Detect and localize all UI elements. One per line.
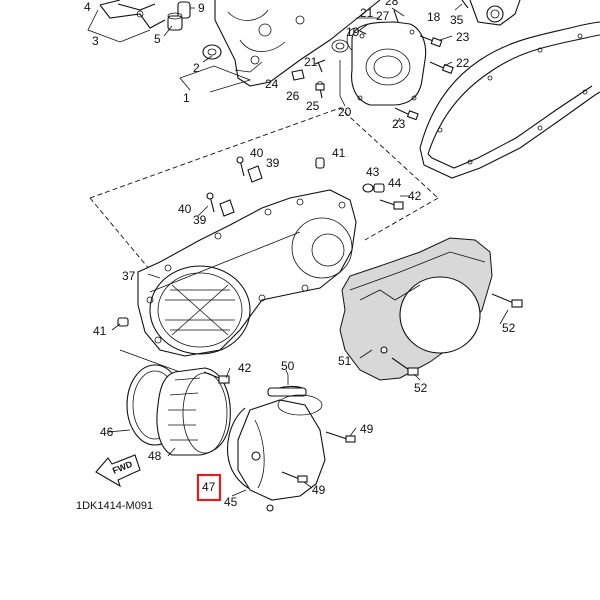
bolt-part-52-lower bbox=[391, 357, 419, 376]
sleeve-part-5 bbox=[167, 12, 183, 31]
part-label-9: 9 bbox=[198, 1, 205, 15]
part-label-40-lower: 40 bbox=[178, 202, 192, 216]
bolt-part-42-lower bbox=[203, 371, 230, 384]
part-label-3: 3 bbox=[92, 34, 99, 48]
bolt-part-25 bbox=[315, 83, 325, 99]
bolt-part-52-upper bbox=[491, 293, 523, 308]
part-label-49-lower: 49 bbox=[312, 483, 326, 497]
label-leaders bbox=[107, 23, 509, 497]
part-label-20: 20 bbox=[338, 105, 352, 119]
cover-part-20 bbox=[346, 21, 427, 106]
upper-right-housing bbox=[469, 0, 521, 26]
highlight-box-part-47 bbox=[196, 473, 222, 502]
part-label-21-lower: 21 bbox=[304, 55, 318, 69]
clip-part-39-upper bbox=[247, 165, 263, 183]
plug-part-44 bbox=[373, 183, 385, 193]
part-label-44: 44 bbox=[388, 176, 402, 190]
dowel-part-24 bbox=[291, 69, 305, 81]
part-label-4: 4 bbox=[84, 0, 91, 14]
part-label-1: 1 bbox=[183, 91, 190, 105]
crankcase-gasket bbox=[419, 21, 600, 179]
part-label-23-bottom: 23 bbox=[392, 117, 406, 131]
screw-part-40-lower bbox=[206, 192, 215, 213]
part-label-50: 50 bbox=[281, 359, 295, 373]
part-label-26: 26 bbox=[286, 89, 300, 103]
washer-part-43 bbox=[362, 183, 374, 193]
part-label-22: 22 bbox=[456, 56, 470, 70]
part-label-37: 37 bbox=[122, 269, 136, 283]
part-label-43: 43 bbox=[366, 165, 380, 179]
outer-cover-part-51 bbox=[339, 237, 493, 381]
leader-lines-top-left bbox=[87, 7, 195, 43]
part-label-27: 27 bbox=[376, 9, 390, 23]
part-label-5: 5 bbox=[154, 32, 161, 46]
part-label-19: 19 bbox=[346, 25, 360, 39]
part-label-28: 28 bbox=[385, 0, 399, 8]
case-part-45 bbox=[237, 394, 326, 512]
crankcase-cover-inner bbox=[137, 189, 357, 357]
part-label-39-lower: 39 bbox=[193, 213, 207, 227]
bolt-part-35 bbox=[454, 0, 469, 11]
crankcase-upper bbox=[214, 0, 381, 87]
clamp-part-50 bbox=[267, 375, 307, 397]
bracket-part-4 bbox=[99, 0, 166, 29]
bolt-part-18 bbox=[391, 7, 405, 23]
part-label-2: 2 bbox=[193, 61, 200, 75]
part-label-25: 25 bbox=[306, 99, 320, 113]
leader-part-1 bbox=[179, 65, 252, 93]
diagram-code: 1DK1414-M091 bbox=[76, 500, 153, 512]
clip-part-39-lower bbox=[219, 199, 235, 217]
part-number-labels: 4 9 3 5 2 1 24 26 25 21 21 19 28 27 18 3… bbox=[84, 0, 516, 509]
part-label-18: 18 bbox=[427, 10, 441, 24]
part-label-24: 24 bbox=[265, 77, 279, 91]
part-label-21-upper: 21 bbox=[360, 6, 374, 20]
part-label-52-lower: 52 bbox=[414, 381, 428, 395]
collar-part-2 bbox=[202, 44, 222, 63]
part-label-47: 47 bbox=[202, 480, 216, 494]
part-label-40-upper: 40 bbox=[250, 146, 264, 160]
fwd-direction-arrow: FWD bbox=[95, 454, 141, 488]
bolt-part-42-upper bbox=[379, 199, 404, 210]
part-label-49-upper: 49 bbox=[360, 422, 374, 436]
part-label-41-upper: 41 bbox=[332, 146, 346, 160]
bolts-part-23-top bbox=[394, 35, 454, 121]
part-label-51: 51 bbox=[338, 354, 352, 368]
part-label-42-lower: 42 bbox=[238, 361, 252, 375]
part-label-52-upper: 52 bbox=[502, 321, 516, 335]
part-label-46: 46 bbox=[100, 425, 114, 439]
part-label-42-upper: 42 bbox=[408, 189, 422, 203]
bolt-part-19 bbox=[356, 17, 380, 35]
part-label-35: 35 bbox=[450, 13, 464, 27]
part-label-48: 48 bbox=[148, 449, 162, 463]
part-label-23-top: 23 bbox=[456, 30, 470, 44]
dowel-part-41-lower bbox=[117, 317, 129, 327]
gasket-part-21 bbox=[331, 39, 349, 53]
part-label-45: 45 bbox=[224, 495, 238, 509]
part-label-39-upper: 39 bbox=[266, 156, 280, 170]
part-label-41-lower: 41 bbox=[93, 324, 107, 338]
screw-part-40-upper bbox=[236, 156, 245, 177]
filter-part-48 bbox=[156, 367, 231, 456]
dowel-part-41-upper bbox=[315, 157, 325, 169]
